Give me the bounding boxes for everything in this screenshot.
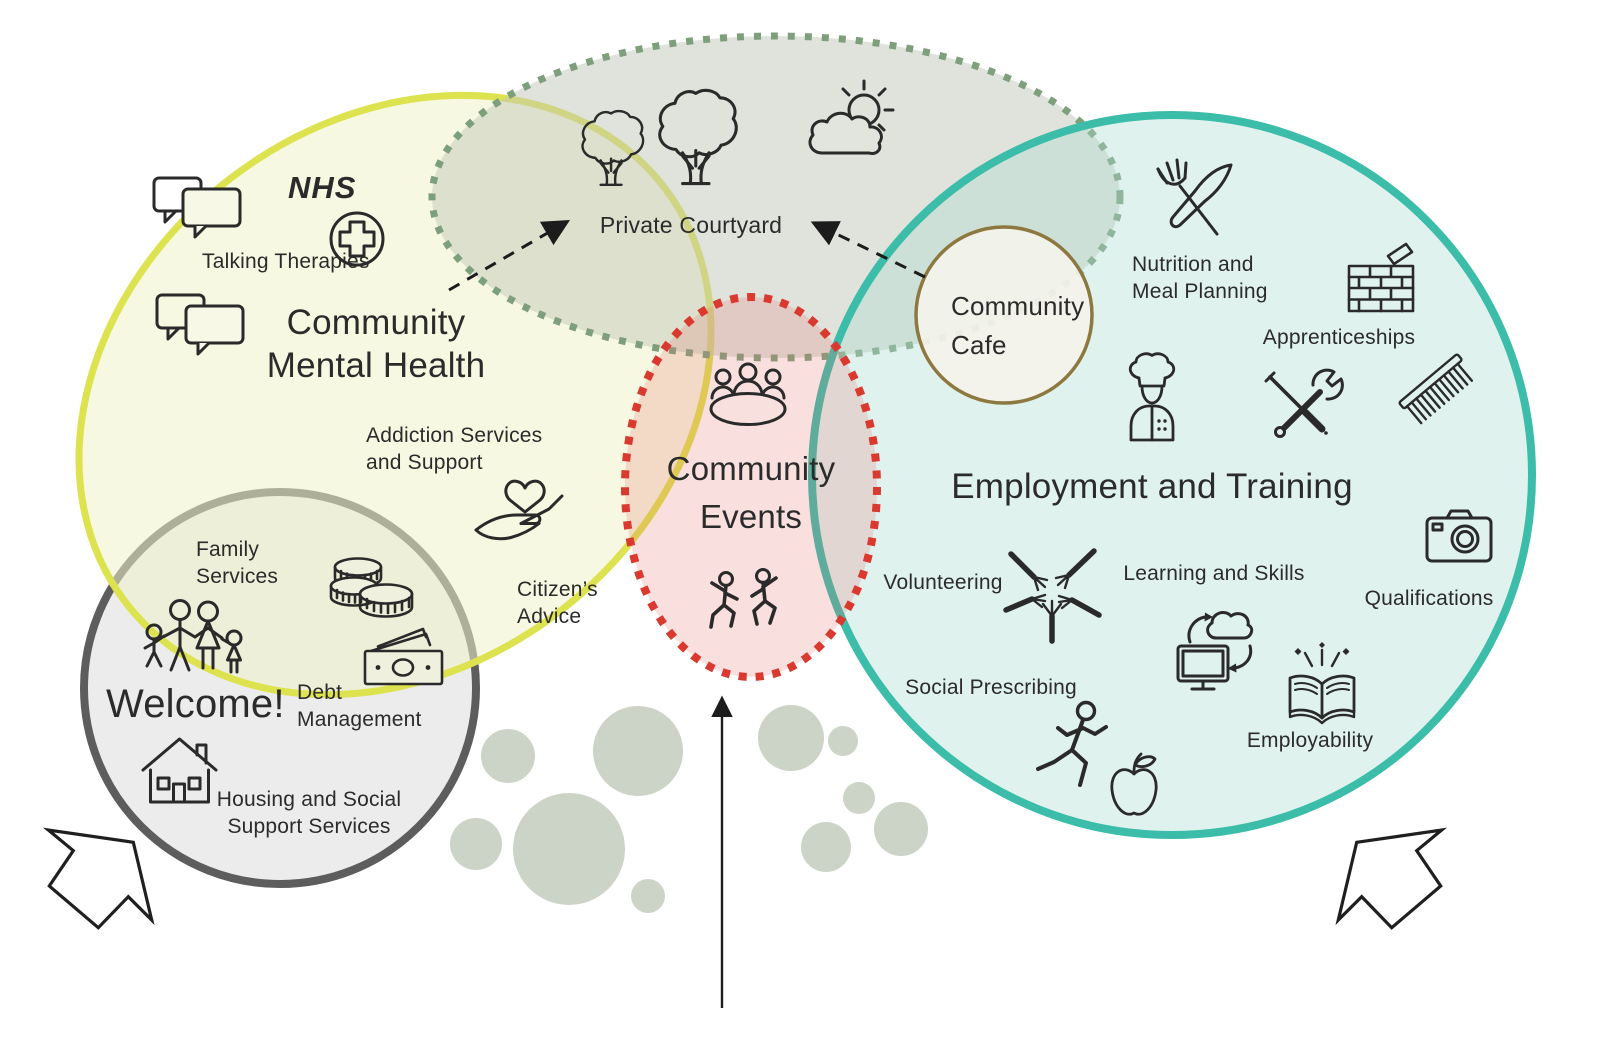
label-private-courtyard: Private Courtyard: [599, 212, 783, 238]
banknote-icon: [363, 627, 444, 686]
label-qualifications: Qualifications: [1364, 587, 1494, 610]
dancing-people-icon: [709, 568, 778, 629]
cafe-circle: [914, 225, 1094, 405]
label-learning-skills: Learning and Skills: [1123, 562, 1305, 585]
heart-in-hand-icon: [474, 479, 564, 541]
brick-wall-icon: [1347, 242, 1415, 313]
label-talking-therapies: Talking Therapies: [202, 250, 370, 273]
label-housing: Housing and Social Support Services: [216, 788, 402, 839]
mental-health-to-courtyard-arrow: [448, 219, 571, 292]
runner-icon: [1036, 700, 1108, 787]
corner-arrow-icon-left: [42, 827, 155, 930]
label-employability: Employability: [1246, 729, 1374, 752]
label-nhs: NHS: [288, 170, 357, 205]
label-family-services: Family Services: [196, 538, 279, 589]
coins-icon: [329, 557, 414, 618]
sun-cloud-icon: [808, 79, 895, 155]
house-icon: [141, 737, 218, 804]
fork-knife-icon: [1156, 158, 1233, 236]
label-volunteering: Volunteering: [883, 571, 1003, 594]
hands-together-icon: [1003, 548, 1102, 644]
events-ellipse: [621, 293, 881, 681]
meeting-table-icon: [709, 362, 787, 426]
chef-icon: [1128, 352, 1176, 442]
scatter-dots: [450, 705, 928, 913]
label-social-prescribing: Social Prescribing: [905, 676, 1077, 699]
label-citizens-advice: Citizen’s Advice: [517, 578, 598, 629]
computer-cloud-icon: [1176, 611, 1254, 691]
label-community-cafe: Community Cafe: [951, 291, 1085, 360]
label-debt-management: Debt Management: [297, 681, 422, 732]
corner-arrow-icon-right: [1335, 827, 1448, 930]
tools-icon: [1264, 368, 1344, 438]
label-apprenticeships: Apprenticeships: [1262, 326, 1416, 349]
comb-icon: [1398, 353, 1473, 425]
open-book-icon: [1288, 642, 1356, 725]
family-icon: [143, 599, 243, 674]
label-addiction: Addiction Services and Support: [366, 424, 543, 475]
label-mental-health-title: Community Mental Health: [266, 303, 486, 385]
label-community-events: Community Events: [666, 450, 836, 535]
label-employment-title: Employment and Training: [951, 467, 1353, 506]
apple-icon: [1110, 752, 1158, 816]
label-nutrition: Nutrition and Meal Planning: [1132, 253, 1268, 304]
camera-icon: [1425, 509, 1493, 563]
label-welcome: Welcome!: [106, 682, 285, 726]
nhs-cross-icon: [329, 211, 385, 267]
